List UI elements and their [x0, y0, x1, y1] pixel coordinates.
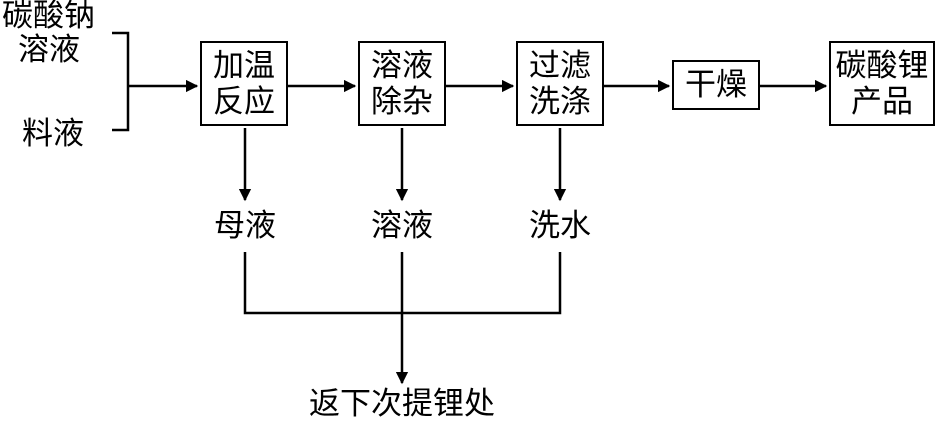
- step-product-line2: 产品: [851, 83, 913, 120]
- recycle-destination: 返下次提锂处: [309, 386, 495, 422]
- byproduct-solution: 溶液: [371, 208, 433, 244]
- step-filter-line1: 过滤: [529, 47, 591, 84]
- input-bracket: [112, 31, 130, 132]
- step-solution-purification: 溶液 除杂: [358, 41, 446, 126]
- step-filter-line2: 洗涤: [529, 83, 591, 120]
- step-heating-line2: 反应: [213, 83, 275, 120]
- step-drying: 干燥: [672, 60, 760, 110]
- byproduct-mother-liquor: 母液: [214, 208, 276, 244]
- step-purify-line1: 溶液: [371, 47, 433, 84]
- step-heating-reaction: 加温 反应: [200, 41, 288, 126]
- step-purify-line2: 除杂: [371, 83, 433, 120]
- step-lithium-carbonate-product: 碳酸锂 产品: [829, 41, 935, 126]
- input-sodium-carbonate-line1: 碳酸钠: [2, 0, 95, 34]
- input-sodium-carbonate-line2: 溶液: [18, 32, 80, 68]
- input-feed-liquid: 料液: [22, 116, 84, 152]
- step-filter-wash: 过滤 洗涤: [516, 41, 604, 126]
- byproduct-wash-water: 洗水: [529, 208, 591, 244]
- step-drying-label: 干燥: [685, 67, 747, 103]
- step-heating-line1: 加温: [213, 47, 275, 84]
- step-product-line1: 碳酸锂: [835, 47, 929, 84]
